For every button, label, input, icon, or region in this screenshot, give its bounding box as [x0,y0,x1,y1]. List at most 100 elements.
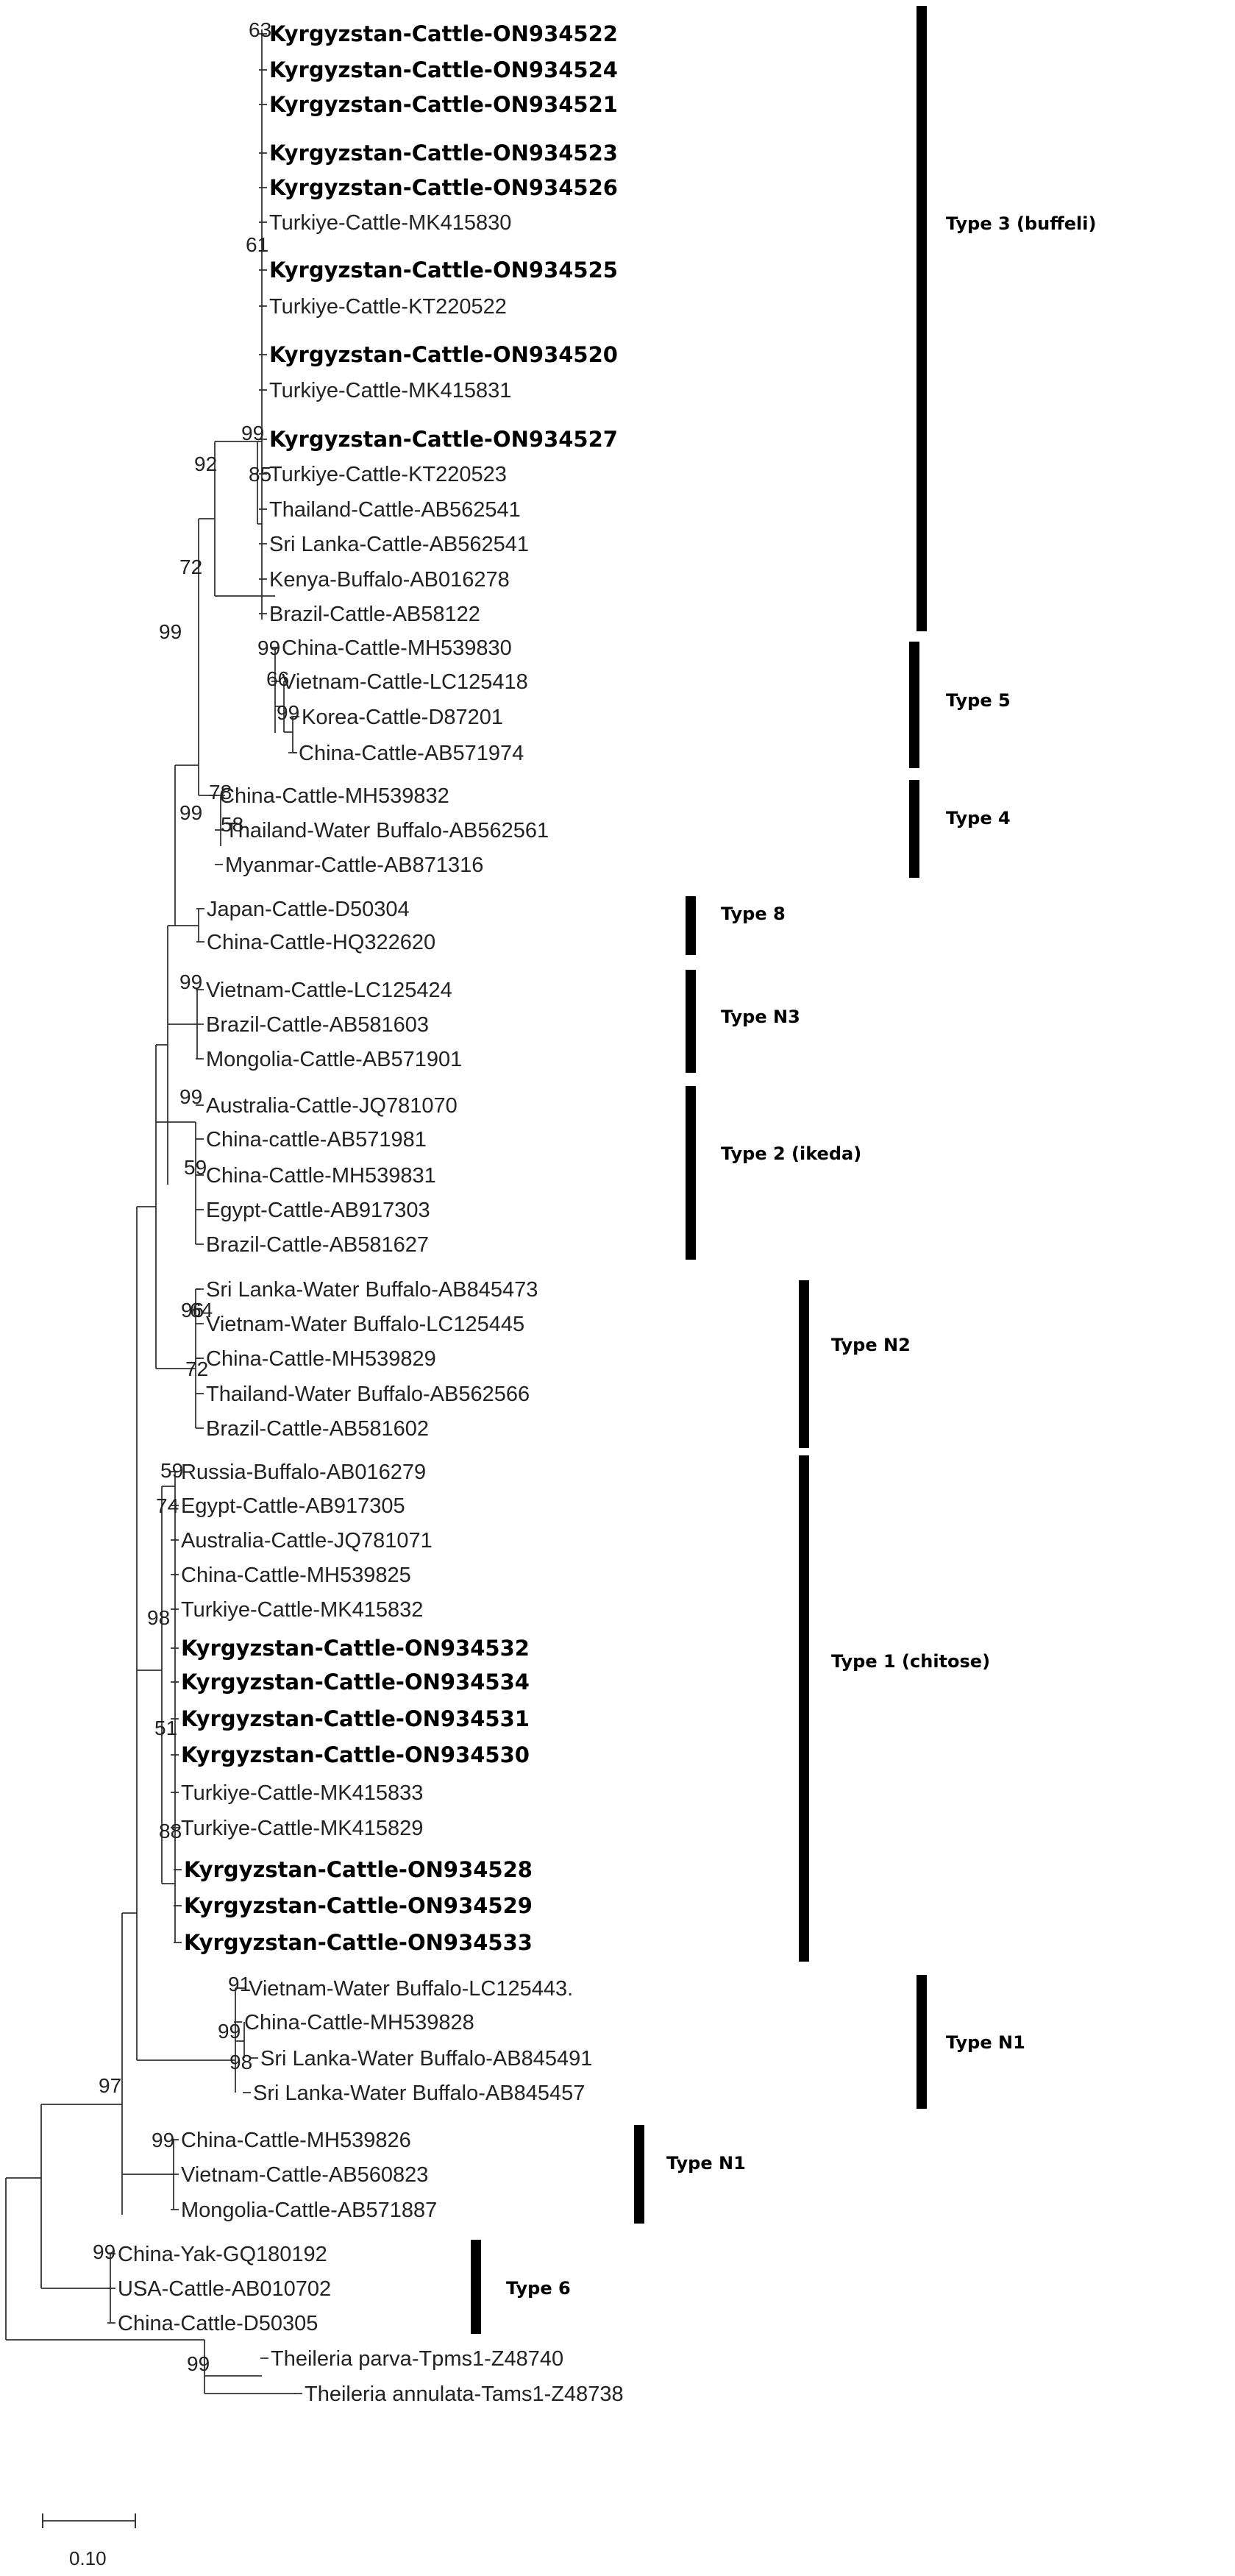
bootstrap-value: 99 [257,636,280,659]
bootstrap-value: 88 [159,1820,182,1842]
leaf-label: Kyrgyzstan-Cattle-ON934530 [181,1742,530,1767]
leaf-label: Thailand-Water Buffalo-AB562566 [206,1383,530,1406]
leaf-label: Kyrgyzstan-Cattle-ON934534 [181,1670,530,1695]
leaf-label: Egypt-Cattle-AB917305 [181,1494,405,1518]
bootstrap-value: 99 [218,2020,241,2043]
leaf-label: China-Cattle-HQ322620 [207,931,435,954]
leaf-label: Turkiye-Cattle-KT220522 [269,295,507,319]
group-label: Type 3 (buffeli) [946,213,1096,234]
group-label: Type N3 [721,1007,800,1027]
leaf-label: Turkiye-Cattle-MK415829 [181,1817,423,1840]
bootstrap-value: 99 [152,2129,174,2151]
group-label: Type N1 [946,2032,1025,2053]
group-bar [686,970,696,1073]
leaf-label: Kyrgyzstan-Cattle-ON934533 [184,1930,533,1955]
leaf-label: Brazil-Cattle-AB581603 [206,1013,429,1037]
leaf-label: China-Cattle-AB571974 [299,742,524,765]
leaf-label: Myanmar-Cattle-AB871316 [225,854,483,877]
bootstrap-value: 74 [156,1494,179,1517]
group-label: Type 2 (ikeda) [721,1143,861,1164]
bootstrap-value: 66 [266,667,289,690]
leaf-label: Kyrgyzstan-Cattle-ON934524 [269,57,618,82]
group-bar [917,1975,927,2109]
leaf-label: China-Cattle-MH539831 [206,1164,436,1188]
leaf-label: China-Cattle-MH539828 [244,2011,474,2034]
leaf-label: Theileria parva-Tpms1-Z48740 [271,2347,563,2371]
group-bar [909,780,919,878]
leaf-label: Kyrgyzstan-Cattle-ON934520 [269,342,618,367]
leaf-label: Theileria annulata-Tams1-Z48738 [305,2382,624,2406]
leaf-label: China-Cattle-MH539830 [282,636,512,660]
bootstrap-value: 58 [221,813,243,836]
bootstrap-value: 59 [160,1459,183,1482]
bootstrap-value: 96 [181,1299,204,1321]
leaf-label: Mongolia-Cattle-AB571887 [181,2199,437,2222]
bootstrap-value: 99 [277,701,299,724]
group-bar [634,2125,644,2224]
leaf-label: Egypt-Cattle-AB917303 [206,1199,430,1222]
leaf-label: Vietnam-Water Buffalo-LC125445 [206,1313,524,1336]
scale-label: 0.10 [69,2547,107,2569]
bootstrap-value: 85 [249,463,271,486]
bootstrap-value: 78 [209,781,232,803]
bootstrap-value: 72 [185,1358,208,1380]
leaf-label: Kyrgyzstan-Cattle-ON934526 [269,175,618,200]
bootstrap-value: 99 [241,422,264,444]
leaf-label: Brazil-Cattle-AB58122 [269,603,480,626]
bootstrap-value: 61 [246,233,268,256]
group-bar [471,2240,481,2334]
leaf-label: Turkiye-Cattle-MK415833 [181,1781,423,1805]
leaf-label: Vietnam-Cattle-LC125424 [206,979,452,1002]
leaf-label: Australia-Cattle-JQ781071 [181,1529,433,1553]
leaf-label: USA-Cattle-AB010702 [118,2277,331,2301]
bootstrap-value: 92 [194,453,217,475]
group-label: Type 5 [946,690,1011,711]
leaf-label: Turkiye-Cattle-KT220523 [269,463,507,486]
bootstrap-value: 98 [147,1606,170,1629]
bootstrap-value: 99 [159,620,182,643]
leaf-label: Australia-Cattle-JQ781070 [206,1094,458,1118]
leaf-label: Kyrgyzstan-Cattle-ON934527 [269,427,618,452]
leaf-label: Kyrgyzstan-Cattle-ON934531 [181,1706,530,1731]
leaf-label: Vietnam-Cattle-LC125418 [282,670,528,694]
leaf-label: Kyrgyzstan-Cattle-ON934528 [184,1857,533,1882]
leaf-label: Kyrgyzstan-Cattle-ON934532 [181,1636,530,1661]
bootstrap-value: 97 [99,2074,121,2097]
bootstrap-value: 64 [190,1299,213,1321]
bootstrap-value: 98 [229,2051,252,2073]
leaf-label: Sri Lanka-Cattle-AB562541 [269,533,529,556]
leaf-label: Kyrgyzstan-Cattle-ON934521 [269,92,618,117]
group-bar [686,896,696,955]
leaf-label: Kyrgyzstan-Cattle-ON934523 [269,141,618,166]
leaf-label: China-Cattle-MH539825 [181,1564,411,1587]
leaf-label: China-Cattle-MH539832 [219,784,449,808]
leaf-label: China-Cattle-D50305 [118,2312,318,2335]
bootstrap-value: 72 [179,556,202,578]
bootstrap-value: 63 [249,18,271,41]
leaf-label: Sri Lanka-Water Buffalo-AB845473 [206,1278,538,1302]
leaf-label: Japan-Cattle-D50304 [207,898,410,921]
leaf-label: Vietnam-Water Buffalo-LC125443. [249,1977,573,2001]
leaf-label: Sri Lanka-Water Buffalo-AB845457 [253,2082,585,2105]
group-label: Type 1 (chitose) [831,1651,990,1672]
group-label: Type N2 [831,1335,911,1355]
leaf-label: Turkiye-Cattle-MK415830 [269,211,511,235]
leaf-label: Korea-Cattle-D87201 [302,706,503,729]
leaf-label: Russia-Buffalo-AB016279 [181,1461,426,1484]
leaf-label: Thailand-Cattle-AB562541 [269,498,521,522]
leaf-label: Mongolia-Cattle-AB571901 [206,1048,462,1071]
bootstrap-value: 51 [154,1717,177,1739]
bootstrap-value: 91 [228,1973,251,1995]
bootstrap-value: 99 [179,1085,202,1108]
group-label: Type 8 [721,904,786,924]
leaf-label: Brazil-Cattle-AB581627 [206,1233,429,1257]
group-label: Type 4 [946,808,1011,828]
bootstrap-value: 99 [179,801,202,824]
leaf-label: Kyrgyzstan-Cattle-ON934522 [269,21,618,46]
group-bar [909,642,919,768]
leaf-label: Kyrgyzstan-Cattle-ON934525 [269,258,618,283]
leaf-label: Vietnam-Cattle-AB560823 [181,2163,428,2187]
bootstrap-value: 99 [179,971,202,993]
